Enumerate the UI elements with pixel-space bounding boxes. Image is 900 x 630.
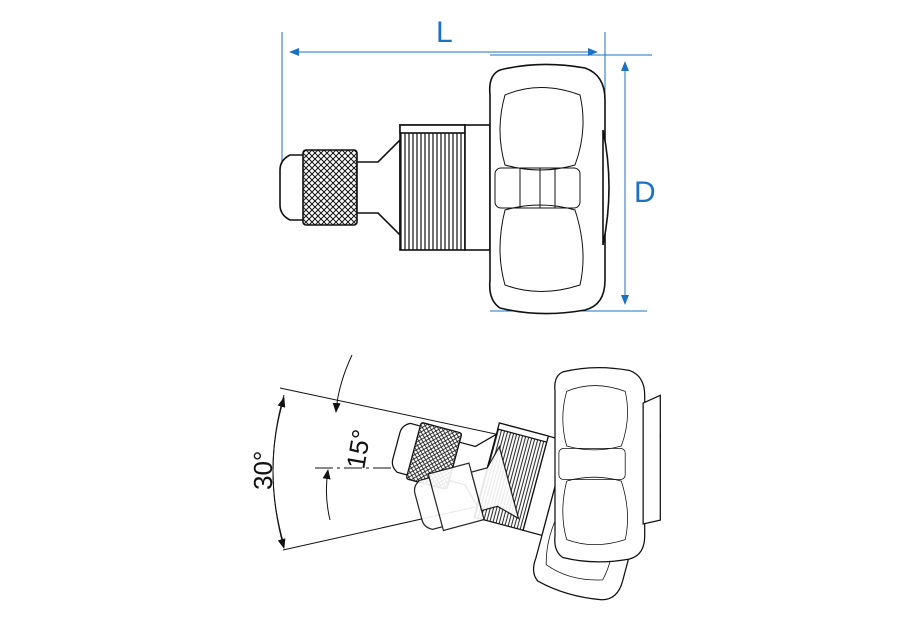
angle-arc-15 [332,354,353,413]
angled-view: 30° 15° [248,352,670,608]
angle-label-30: 30° [248,451,278,490]
valve-top-view [279,63,610,315]
length-label: L [436,16,453,49]
knob-angled-view [554,366,661,563]
angle-label-15: 15° [340,427,376,471]
diameter-label: D [634,176,656,209]
top-view: L D [279,16,656,315]
valve-angled-ghost [413,445,520,532]
